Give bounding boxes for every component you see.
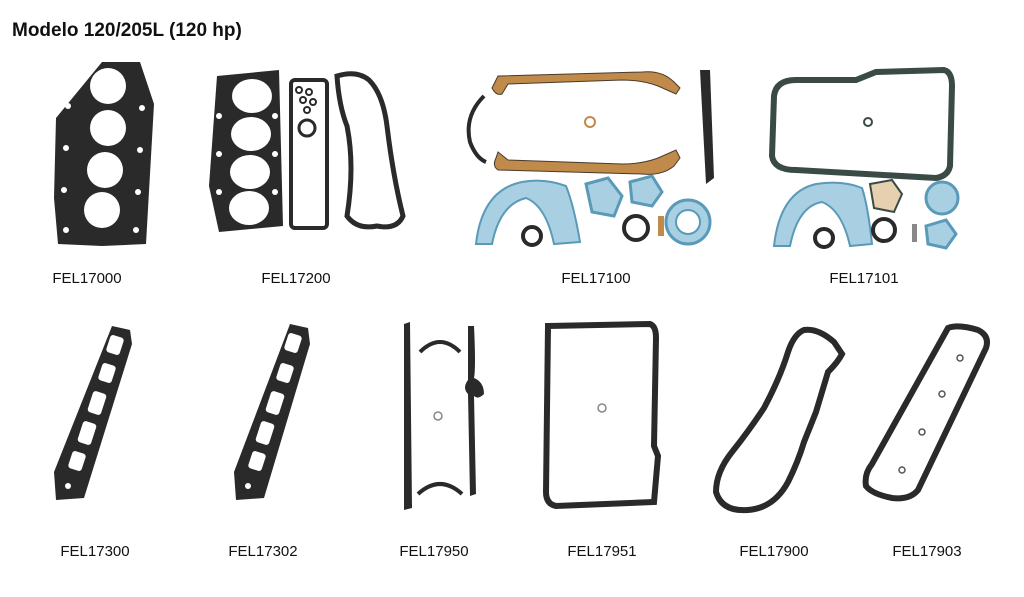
- head-gasket-set-icon: [209, 70, 406, 232]
- product-code-label: FEL17100: [561, 270, 631, 287]
- product-fel17200[interactable]: [207, 66, 412, 236]
- product-code-label: FEL17900: [739, 543, 809, 560]
- product-code-label: FEL17101: [829, 270, 899, 287]
- valve-cover-gasket-alt-icon: [862, 323, 990, 502]
- product-fel17101[interactable]: [766, 66, 966, 252]
- product-code-label: FEL17951: [567, 543, 637, 560]
- head-gasket-icon: [54, 62, 154, 246]
- product-fel17950[interactable]: [394, 318, 488, 512]
- product-code-label: FEL17302: [228, 543, 298, 560]
- product-fel17951[interactable]: [540, 316, 664, 512]
- oil-pan-gasket-four-piece-icon: [404, 322, 484, 510]
- product-code-label: FEL17200: [261, 270, 331, 287]
- oil-pan-gasket-one-piece-icon: [542, 320, 662, 510]
- product-fel17300[interactable]: [50, 322, 140, 502]
- product-code-label: FEL17950: [399, 543, 469, 560]
- product-code-label: FEL17000: [52, 270, 122, 287]
- valve-cover-gasket-icon: [712, 326, 846, 514]
- oil-pan-gasket-set-alt-icon: [768, 66, 960, 250]
- product-fel17900[interactable]: [708, 322, 848, 518]
- product-fel17302[interactable]: [228, 320, 318, 502]
- product-fel17100[interactable]: [462, 66, 732, 252]
- exhaust-manifold-gasket-icon: [54, 326, 132, 500]
- exhaust-manifold-gasket-alt-icon: [234, 324, 310, 500]
- product-fel17903[interactable]: [862, 322, 994, 502]
- product-code-label: FEL17903: [892, 543, 962, 560]
- page-title: Modelo 120/205L (120 hp): [12, 20, 242, 41]
- product-code-label: FEL17300: [60, 543, 130, 560]
- oil-pan-gasket-set-icon: [466, 70, 714, 247]
- product-fel17000[interactable]: [50, 58, 160, 248]
